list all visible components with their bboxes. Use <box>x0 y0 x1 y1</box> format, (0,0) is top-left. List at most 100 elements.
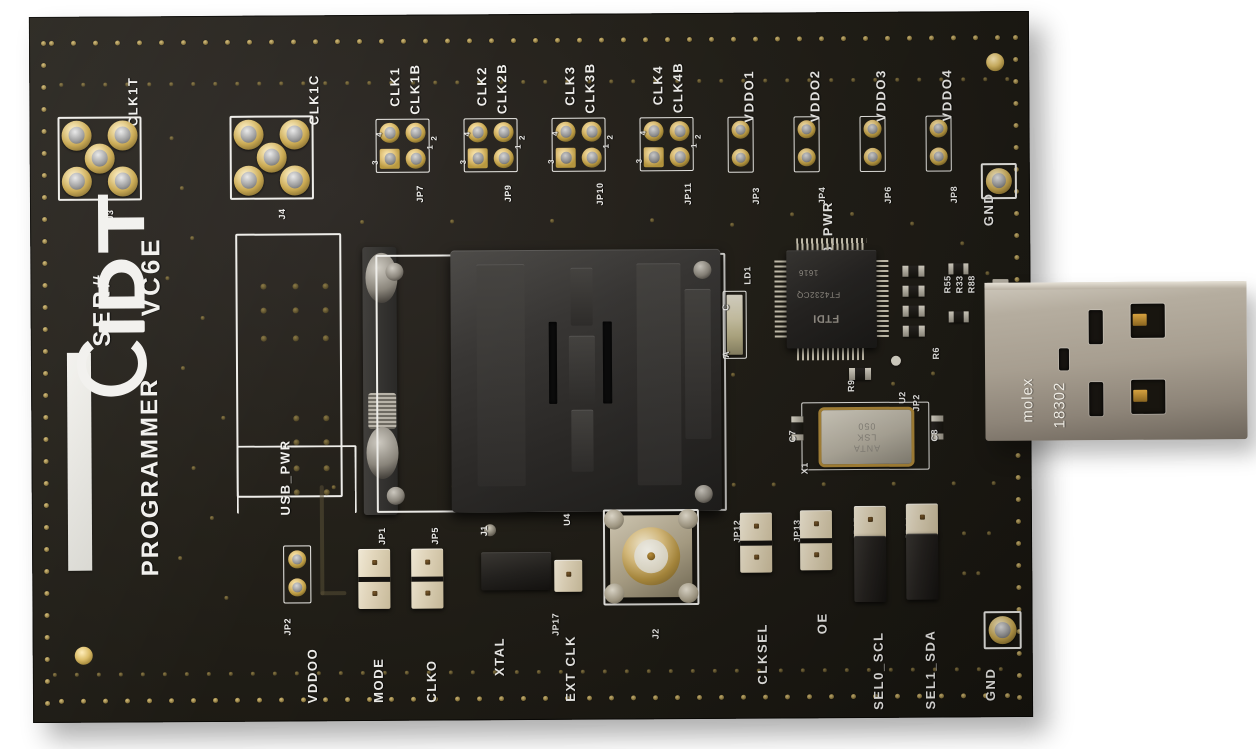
xtal-mark-line2: 050 <box>857 421 876 432</box>
via <box>422 38 429 44</box>
jp17-shunt[interactable] <box>554 559 583 592</box>
via <box>360 220 365 225</box>
ic-pins-left <box>774 260 787 339</box>
via <box>987 531 992 536</box>
dut-header-pin[interactable] <box>260 307 267 314</box>
via <box>466 38 473 44</box>
dut-header-pin[interactable] <box>260 283 267 290</box>
via <box>334 39 341 45</box>
j3-pad-1[interactable] <box>233 119 264 150</box>
via <box>763 694 769 700</box>
jumper-jp4[interactable]: JP4 <box>29 11 1029 204</box>
label-vddo1: VDDO1 <box>741 69 757 123</box>
via <box>976 571 981 576</box>
dut-header-pin[interactable] <box>292 307 299 314</box>
jumper-block-jp7[interactable]: 1 2 3 4 JP7 <box>29 11 1029 203</box>
via <box>822 668 827 673</box>
via <box>257 81 262 86</box>
dut-header-pin[interactable] <box>322 335 329 342</box>
dut-header-pin[interactable] <box>323 415 330 422</box>
usb-a-plug[interactable]: molex 18302 <box>984 281 1248 441</box>
via <box>1013 79 1019 85</box>
label-clk4b: CLK4B <box>670 61 686 114</box>
via <box>202 39 209 45</box>
via <box>41 194 47 200</box>
via <box>404 670 409 675</box>
jp9-designator: JP9 <box>502 184 513 203</box>
jp11-pin-2: 2 <box>693 133 703 140</box>
via <box>103 82 108 87</box>
via <box>59 82 64 87</box>
jumper-jp3[interactable]: JP3 <box>29 11 1029 205</box>
via <box>180 40 187 46</box>
jumper-jp1[interactable]: JP1 MODE <box>29 11 1029 703</box>
jumper-jp6[interactable]: JP6 <box>29 11 1029 204</box>
jumper-jp13[interactable]: JP13 OE <box>29 11 1029 634</box>
via <box>433 80 438 85</box>
jp10-pin-3: 3 <box>546 158 556 164</box>
via <box>536 669 541 674</box>
j2-pad-center[interactable] <box>84 143 115 174</box>
jp10-pin-1: 1 <box>601 143 611 149</box>
via <box>44 568 50 574</box>
zif-socket[interactable] <box>450 248 722 513</box>
j2-pad-1[interactable] <box>61 120 92 151</box>
jumper-jp8[interactable]: JP8 <box>29 11 1029 203</box>
label-clk3: CLK3 <box>562 65 578 106</box>
dut-header-pin[interactable] <box>322 283 329 290</box>
j2-pad-2[interactable] <box>107 120 138 151</box>
via <box>1013 57 1019 63</box>
sma-connector-j1[interactable] <box>609 515 693 598</box>
via <box>44 590 50 596</box>
via <box>42 238 48 244</box>
usb-pwr-outline-bottom <box>236 445 357 514</box>
via <box>917 77 922 82</box>
via <box>884 35 891 41</box>
via <box>42 282 48 288</box>
via <box>917 693 923 699</box>
via <box>895 693 901 699</box>
via <box>470 670 475 675</box>
via <box>228 671 233 676</box>
r88-designator: R88 <box>966 275 977 294</box>
gnd-top-pad[interactable] <box>985 168 1012 195</box>
dut-header-pin[interactable] <box>293 415 300 422</box>
ic-partnumber: FT4232CQ <box>796 290 841 300</box>
gnd-bottom-pad[interactable] <box>988 616 1017 645</box>
j3-pad-2[interactable] <box>279 119 310 150</box>
via <box>818 36 825 42</box>
via <box>829 78 834 83</box>
jumper-jp5[interactable]: JP5 CLKO <box>29 11 1029 703</box>
via <box>360 671 365 676</box>
product-suffix: PROGRAMMER <box>136 377 165 577</box>
jumper-jp15[interactable]: JP15 SEL0_SCL <box>29 11 1029 710</box>
jumper-jp12[interactable]: JP12 CLKSEL <box>29 11 1029 685</box>
jp2-pad-1[interactable] <box>288 550 307 569</box>
via <box>450 219 455 224</box>
j3-pad-center[interactable] <box>256 142 287 173</box>
via <box>125 698 131 704</box>
j3-pad-3[interactable] <box>233 165 264 196</box>
jp11-pin-1: 1 <box>689 143 699 149</box>
dut-header-pin[interactable] <box>292 283 299 290</box>
via <box>850 212 855 217</box>
dut-header-pin[interactable] <box>292 335 299 342</box>
via <box>954 667 959 672</box>
dut-header-pin[interactable] <box>260 335 267 342</box>
gnd-top-testpoint[interactable] <box>986 53 1005 72</box>
jumper-block-jp10[interactable]: 1 2 3 4 JP10 <box>29 11 1029 206</box>
jp7-pin-4: 4 <box>374 131 384 137</box>
usb-dimple <box>1058 348 1070 371</box>
via <box>42 216 48 222</box>
mount-testpoint-bl[interactable] <box>74 646 93 665</box>
label-gnd-bottom: GND <box>982 667 999 702</box>
via <box>910 667 915 672</box>
jumper-block-jp9[interactable]: 1 2 3 4 JP9 <box>29 11 1029 202</box>
dut-header-pin[interactable] <box>322 307 329 314</box>
via <box>444 38 451 44</box>
jp2-pad-2[interactable] <box>288 578 307 597</box>
jumper-block-jp11[interactable]: 1 2 3 4 JP11 <box>29 11 1029 205</box>
jumper-jp14[interactable]: JP14 SEL1_SDA <box>29 11 1029 710</box>
j3-pad-4[interactable] <box>279 165 310 196</box>
via <box>43 436 49 442</box>
